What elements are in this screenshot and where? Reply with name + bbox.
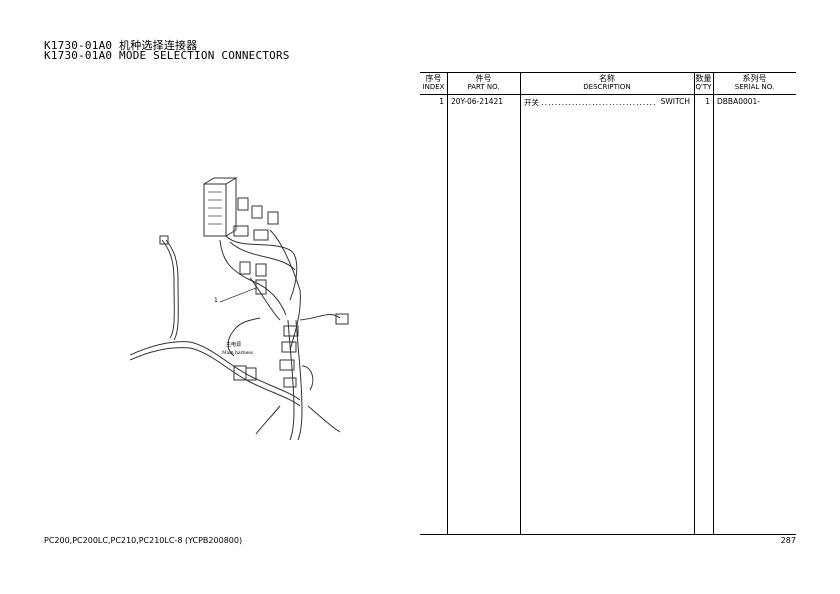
harness-drawing: 1 主电源 Main harness (130, 177, 349, 440)
col-divider (520, 72, 521, 534)
header-qty-en: Q'TY (695, 83, 712, 91)
header-serial-zh: 系列号 (742, 74, 767, 83)
header-serial: 系列号 SERIAL NO. (713, 74, 796, 92)
drawing-label-english: Main harness (222, 350, 254, 356)
page-title-english: K1730-01A0 MODE SELECTION CONNECTORS (44, 49, 290, 62)
col-divider (694, 72, 695, 534)
row-desc-leader: .................................. (541, 98, 657, 107)
table-header-rule (420, 94, 796, 95)
row-desc-zh: 开关 (524, 98, 539, 107)
header-part-no: 件号 PART NO. (447, 74, 520, 92)
table-bottom-rule (420, 534, 796, 535)
header-index: 序号 INDEX (420, 74, 447, 92)
page-title-chinese: K1730-01A0 机种选择连接器 (44, 39, 198, 52)
header-index-zh: 序号 (425, 74, 442, 83)
row-part-no: 20Y-06-21421 (451, 97, 504, 106)
row-index: 1 (439, 97, 444, 106)
footer-models: PC200,PC200LC,PC210,PC210LC-8 (YCPB20080… (44, 536, 243, 545)
parts-table: 序号 INDEX 件号 PART NO. 名称 DESCRIPTION 数量 Q… (420, 72, 796, 535)
row-desc-en: SWITCH (660, 97, 690, 106)
row-serial: DBBA0001- (717, 97, 760, 106)
col-divider (447, 72, 448, 534)
header-part-en: PART NO. (467, 83, 500, 91)
row-qty: 1 (705, 97, 710, 106)
drawing-label-chinese: 主电源 (226, 341, 241, 348)
header-desc-zh: 名称 (599, 74, 615, 83)
header-index-en: INDEX (422, 83, 445, 91)
header-qty: 数量 Q'TY (694, 74, 713, 92)
header-part-zh: 件号 (475, 74, 492, 83)
callout-1: 1 (214, 297, 218, 304)
row-description: 开关 .................................. SW… (524, 97, 690, 108)
page-number: 287 (780, 536, 796, 545)
header-serial-en: SERIAL NO. (734, 83, 775, 91)
header-desc-en: DESCRIPTION (583, 83, 631, 91)
col-divider (713, 72, 714, 534)
header-description: 名称 DESCRIPTION (520, 74, 694, 92)
table-top-rule (420, 72, 796, 73)
header-qty-zh: 数量 (695, 74, 712, 83)
